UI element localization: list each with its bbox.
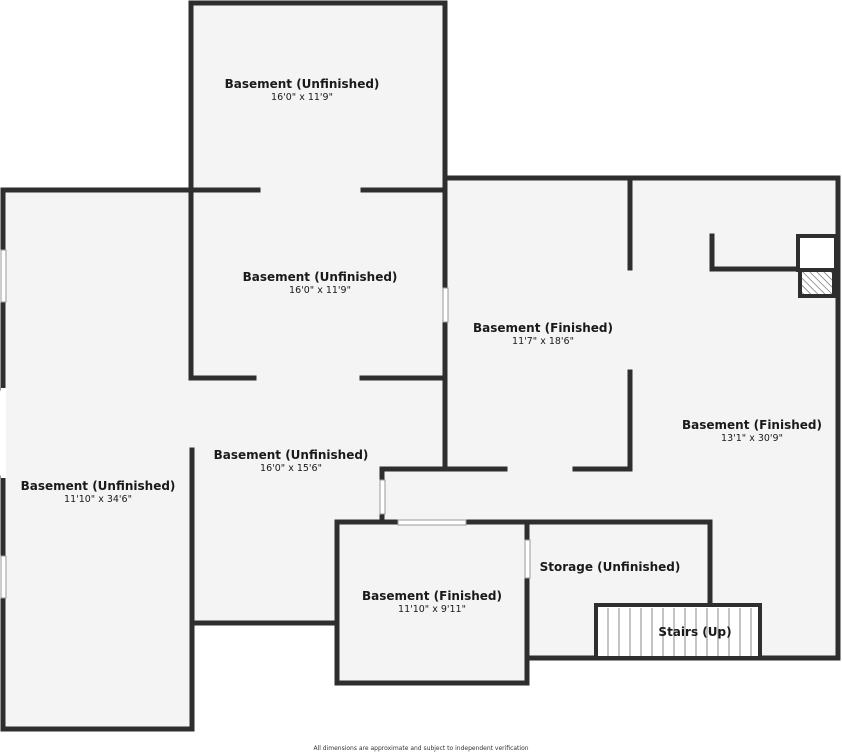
floor-area xyxy=(3,3,838,729)
room-basement-unfinished-left: Basement (Unfinished) 11'10" x 34'6" xyxy=(21,479,176,505)
room-dims: 16'0" x 15'6" xyxy=(260,463,322,474)
disclaimer-text: All dimensions are approximate and subje… xyxy=(313,745,529,752)
window xyxy=(0,555,7,599)
window xyxy=(524,539,531,579)
window xyxy=(0,249,7,303)
room-basement-unfinished-top: Basement (Unfinished) 16'0" x 11'9" xyxy=(225,77,380,103)
room-name: Basement (Finished) xyxy=(682,418,822,432)
window xyxy=(379,479,386,515)
room-basement-unfinished-lower: Basement (Unfinished) 16'0" x 15'6" xyxy=(214,448,369,474)
room-dims: 16'0" x 11'9" xyxy=(271,92,333,103)
chimney-box xyxy=(796,234,838,298)
room-dims: 11'7" x 18'6" xyxy=(512,336,574,347)
doorway xyxy=(1,388,6,478)
room-basement-finished-center: Basement (Finished) 11'7" x 18'6" xyxy=(473,321,613,347)
room-name: Storage (Unfinished) xyxy=(539,560,681,574)
room-stairs-up: Stairs (Up) xyxy=(658,625,731,639)
room-name: Basement (Finished) xyxy=(473,321,613,335)
room-name: Basement (Unfinished) xyxy=(224,77,380,91)
window xyxy=(442,287,449,323)
room-name: Basement (Unfinished) xyxy=(242,270,398,284)
room-dims: 11'10" x 34'6" xyxy=(64,494,132,505)
room-storage-unfinished: Storage (Unfinished) xyxy=(540,560,681,575)
room-name: Basement (Finished) xyxy=(362,589,502,603)
walls xyxy=(0,0,841,732)
room-dims: 16'0" x 11'9" xyxy=(289,285,351,296)
room-basement-finished-bottom: Basement (Finished) 11'10" x 9'11" xyxy=(362,589,502,615)
room-dims: 11'10" x 9'11" xyxy=(398,604,466,615)
room-name: Basement (Unfinished) xyxy=(213,448,369,462)
window xyxy=(397,519,467,526)
room-dims: 13'1" x 30'9" xyxy=(721,433,783,444)
room-basement-finished-right: Basement (Finished) 13'1" x 30'9" xyxy=(682,418,822,444)
windows xyxy=(0,249,531,599)
room-name: Stairs (Up) xyxy=(658,625,732,639)
room-name: Basement (Unfinished) xyxy=(20,479,176,493)
room-basement-unfinished-middle: Basement (Unfinished) 16'0" x 11'9" xyxy=(243,270,398,296)
stairs xyxy=(594,603,762,660)
